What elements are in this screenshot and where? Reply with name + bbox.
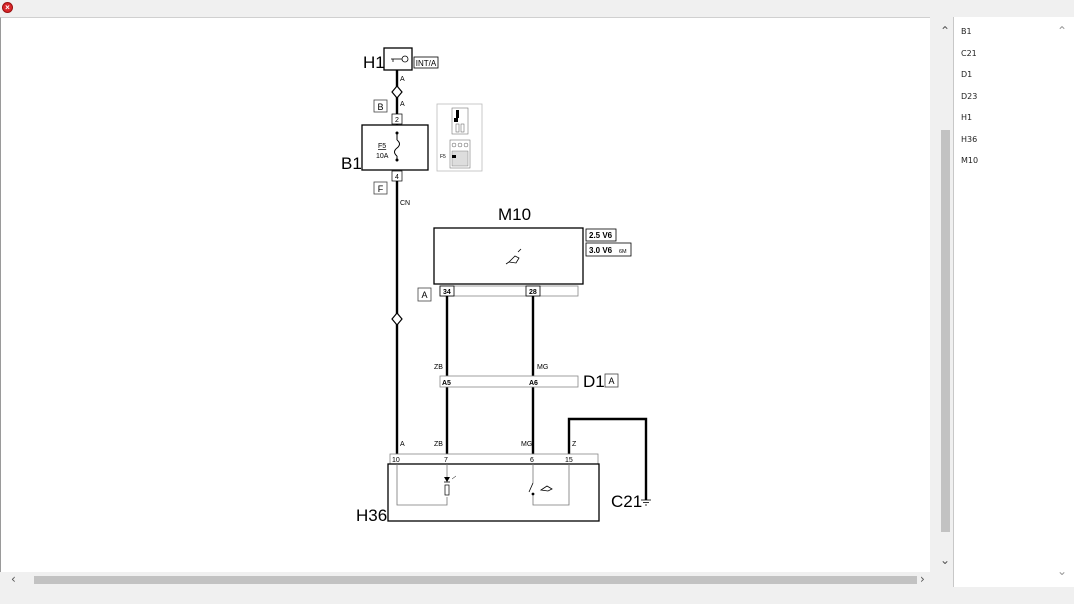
variant-3-0-v6: 3.0 V6: [589, 246, 613, 255]
h36-internal-wiring: [396, 464, 570, 506]
pin-2-box: [391, 113, 403, 125]
vertical-scrollbar[interactable]: ⌃ ⌄: [935, 17, 952, 572]
fuse-rating: 10A: [376, 153, 389, 160]
list-scroll-up-icon[interactable]: ⌃: [1057, 24, 1068, 38]
pin-7: 7: [444, 457, 448, 464]
pin-2: 2: [395, 117, 399, 124]
connector-tag-f: F: [378, 184, 384, 194]
wire-label-a-top: A: [400, 76, 405, 83]
close-icon[interactable]: ×: [2, 2, 13, 13]
wire-label-a-lower: A: [400, 441, 405, 448]
title-bar: ×: [0, 0, 1074, 15]
pin-34: 34: [443, 289, 451, 296]
splice-diamond-top[interactable]: [391, 85, 403, 99]
list-item[interactable]: C21: [961, 49, 977, 58]
variant-2-5-v6-box: [585, 228, 617, 242]
variant-3-0-v6-box: [585, 242, 632, 257]
int-a-tag-box: [413, 56, 439, 69]
scroll-right-icon[interactable]: ›: [920, 572, 925, 586]
fuse-box-f5-marker: F5: [440, 154, 446, 160]
horizontal-scroll-thumb[interactable]: [34, 576, 917, 584]
vertical-scroll-thumb[interactable]: [941, 130, 950, 532]
list-scroll-down-icon[interactable]: ⌄: [1057, 564, 1068, 578]
m10-box[interactable]: [433, 227, 584, 285]
fuse-symbol-icon: [394, 139, 400, 157]
ground-icon: [641, 499, 651, 506]
int-a-tag: INT/A: [416, 59, 437, 68]
status-bar: [0, 587, 1074, 604]
pin-a5: A5: [442, 380, 451, 387]
h36-label: H36: [356, 506, 387, 525]
connector-tag-a-box: [417, 287, 432, 302]
connector-tag-b: B: [377, 102, 383, 112]
wire-label-mg-upper: MG: [537, 364, 548, 371]
pin-6: 6: [530, 457, 534, 464]
fuse-terminal-bottom: [395, 158, 399, 162]
b1-label: B1: [341, 154, 362, 173]
scroll-down-icon[interactable]: ⌄: [940, 553, 951, 567]
c21-label: C21: [611, 492, 642, 511]
pin-4: 4: [395, 174, 399, 181]
list-item[interactable]: B1: [961, 27, 972, 36]
d1-label: D1: [583, 372, 605, 391]
wire-label-zb-lower: ZB: [434, 441, 443, 448]
motor-module-icon: [505, 248, 522, 265]
diagram-canvas[interactable]: H1 INT/A A A B 2 F5 10A B1 4 F: [0, 17, 930, 572]
wire-label-z: Z: [572, 441, 577, 448]
d1-tag: A: [608, 376, 614, 386]
connector-tag-a: A: [421, 290, 427, 300]
h1-label: H1: [363, 53, 385, 72]
switch-icon: [528, 482, 553, 496]
d1-connector[interactable]: [439, 375, 579, 388]
scroll-left-icon[interactable]: ‹: [11, 572, 16, 586]
fuse-name: F5: [378, 143, 386, 150]
ignition-key-icon: [391, 55, 409, 63]
m10-label: M10: [498, 205, 531, 224]
wiring-diagram: H1 INT/A A A B 2 F5 10A B1 4 F: [341, 47, 651, 525]
b1-box[interactable]: [361, 124, 429, 171]
scroll-up-icon[interactable]: ⌃: [940, 24, 951, 38]
list-item[interactable]: M10: [961, 156, 979, 165]
splice-diamond-mid[interactable]: [391, 312, 403, 326]
d1-tag-box: [604, 373, 619, 388]
list-item[interactable]: D1: [961, 70, 973, 79]
fuse-box-location-thumbnail[interactable]: F5: [436, 103, 483, 172]
m10-connector-strip: [439, 285, 579, 297]
wire-z[interactable]: [567, 417, 648, 500]
wire-label-mg-lower: MG: [521, 441, 532, 448]
pin-a6: A6: [529, 380, 538, 387]
variant-3-0-v6-suffix: 6M: [619, 249, 627, 255]
pin-15: 15: [565, 457, 573, 464]
list-item[interactable]: H36: [961, 135, 978, 144]
connector-tag-b-box: [373, 99, 388, 113]
pin-28: 28: [529, 289, 537, 296]
warning-lamp-icon: [444, 475, 457, 496]
wire-label-zb-upper: ZB: [434, 364, 443, 371]
list-item[interactable]: H1: [961, 113, 973, 122]
variant-2-5-v6: 2.5 V6: [589, 231, 613, 240]
component-list[interactable]: B1 C21 D1 D23 H1 H36 M10 ⌃ ⌄: [953, 17, 1074, 587]
connector-tag-f-box: [373, 181, 388, 195]
wire-label-cn: CN: [400, 200, 410, 207]
wire-label-a-mid: A: [400, 101, 405, 108]
list-item[interactable]: D23: [961, 92, 978, 101]
pin-10: 10: [392, 457, 400, 464]
h36-box[interactable]: [387, 463, 600, 522]
horizontal-scrollbar[interactable]: ‹ ›: [0, 573, 930, 586]
